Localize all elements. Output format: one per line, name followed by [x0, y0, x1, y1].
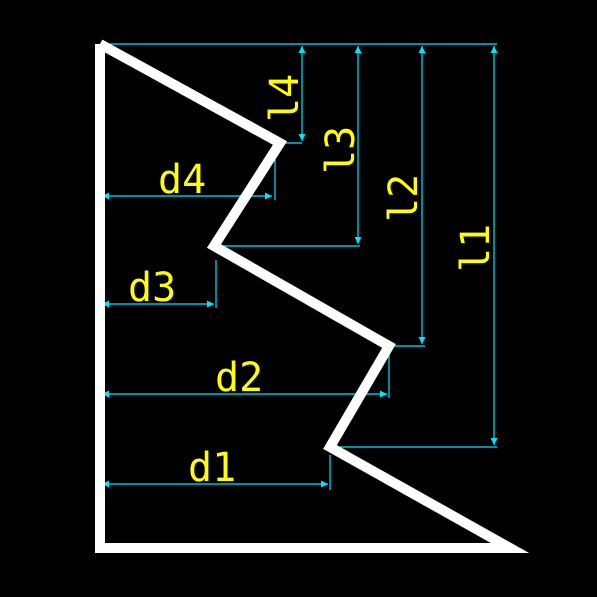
label-d4: d4	[158, 157, 206, 203]
label-l1: l1	[453, 224, 499, 272]
label-l3: l3	[318, 126, 364, 174]
label-d1: d1	[188, 445, 236, 491]
part-outline	[95, 39, 530, 553]
label-l4: l4	[262, 74, 308, 122]
label-d3: d3	[128, 265, 176, 311]
vertical-dimensions	[298, 46, 498, 445]
horizontal-dimensions	[102, 192, 387, 488]
label-d2: d2	[215, 355, 263, 401]
label-l2: l2	[381, 174, 427, 222]
